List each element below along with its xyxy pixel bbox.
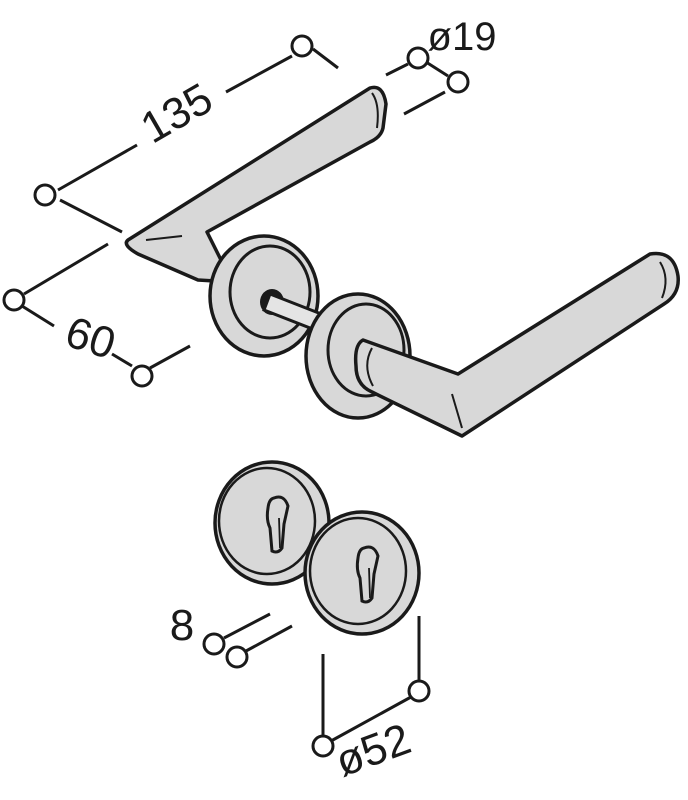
dimension-label-projection: 60 <box>60 307 122 369</box>
right-key-escutcheon <box>303 510 421 636</box>
dimension-label-diameter-handle: ø19 <box>428 15 497 59</box>
left-lever-handle <box>124 85 388 284</box>
dimension-label-length: 135 <box>133 74 221 153</box>
key-hole-icon <box>355 545 380 604</box>
dimension-escutcheon-diameter: ø52 <box>311 616 431 786</box>
dimension-label-diameter-escutcheon: ø52 <box>329 714 417 786</box>
right-lever-handle <box>353 251 680 438</box>
dimension-escutcheon-thickness: 8 <box>170 601 293 669</box>
dimension-handle-diameter: ø19 <box>385 15 497 116</box>
left-key-escutcheon <box>213 460 331 586</box>
left-rose <box>208 234 320 358</box>
dimension-label-thickness: 8 <box>170 601 194 650</box>
key-hole-icon <box>265 495 290 554</box>
